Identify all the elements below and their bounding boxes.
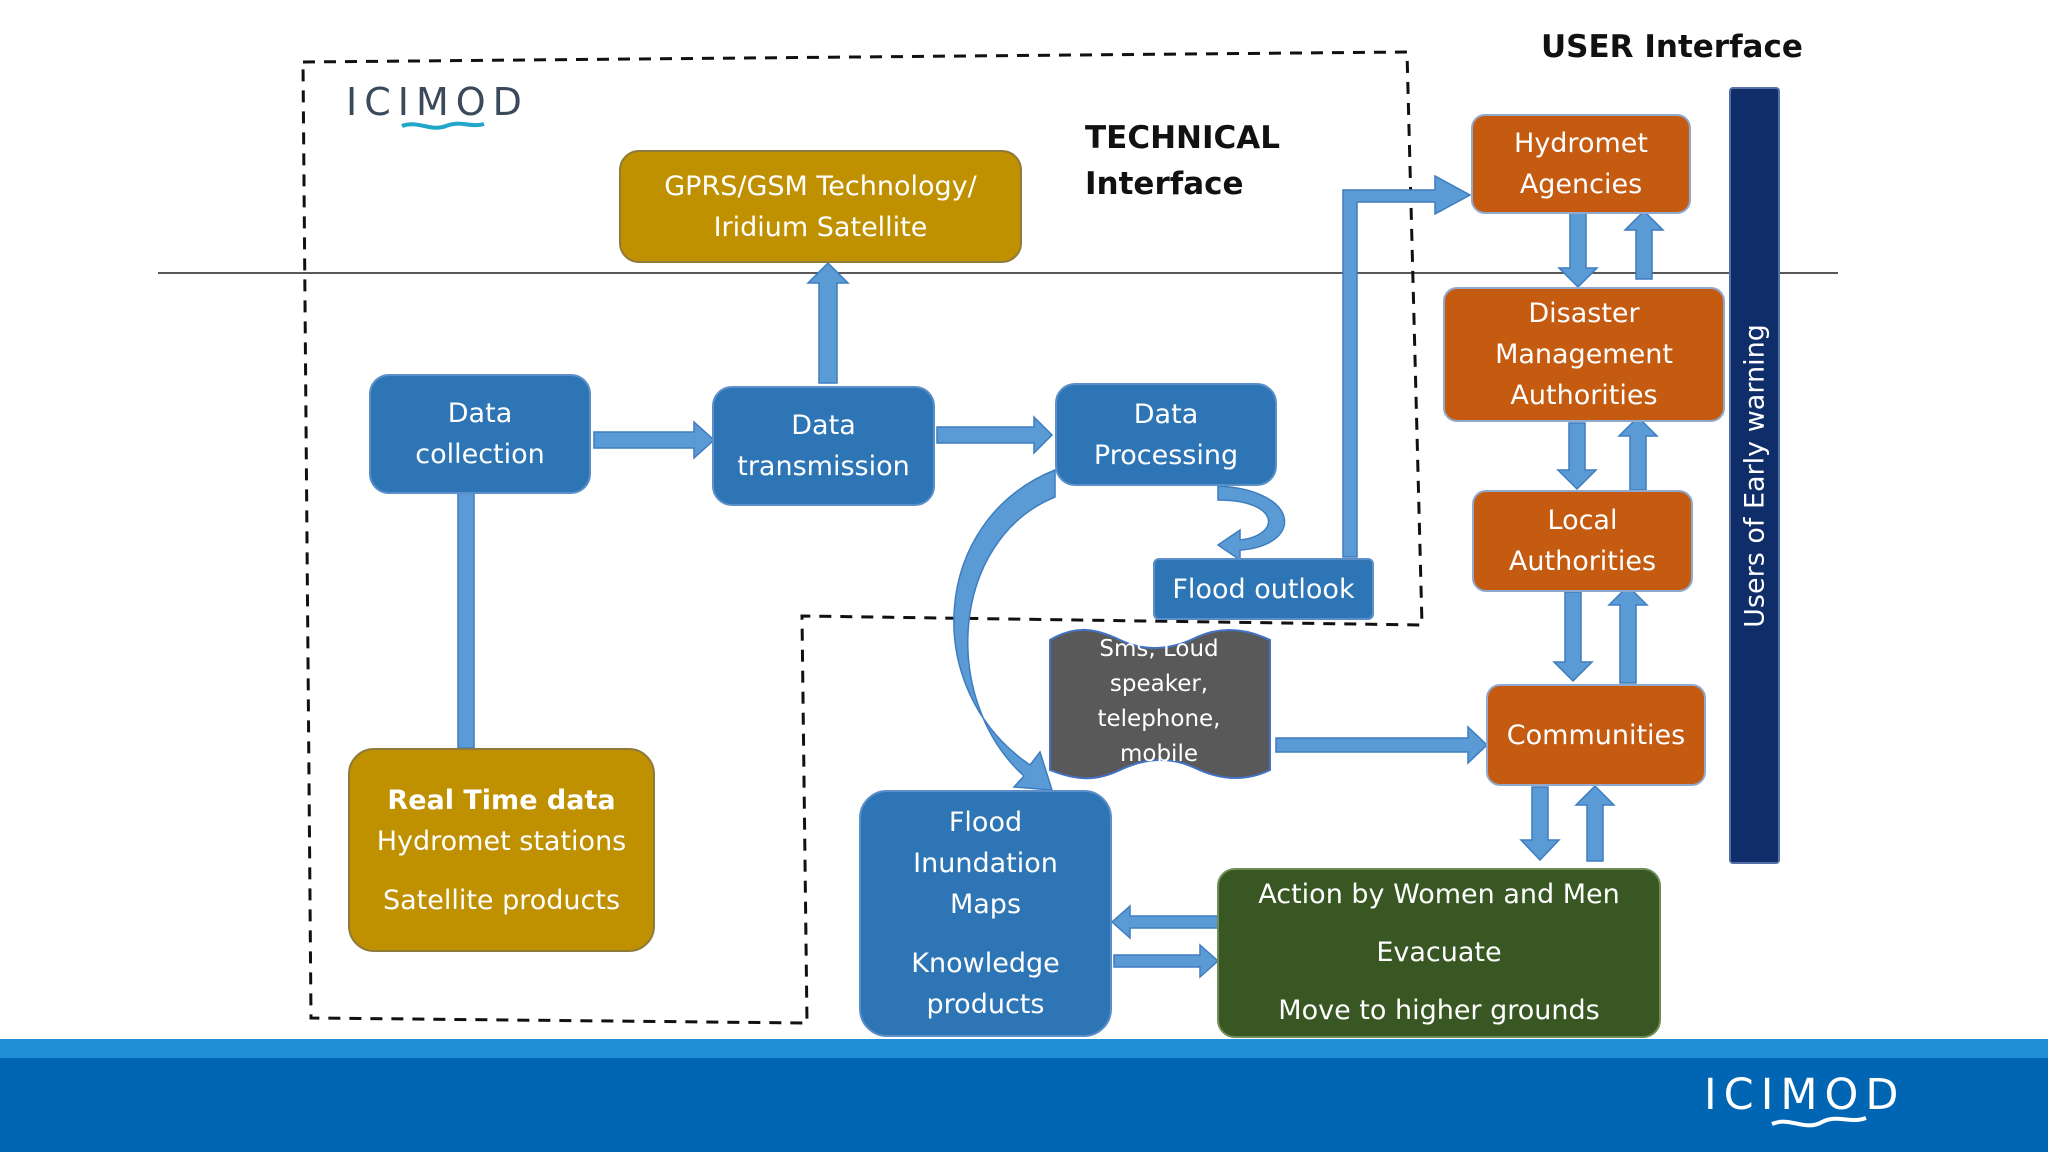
data-collection-box: Data collection — [369, 374, 591, 494]
disaster-line2: Management — [1495, 339, 1673, 370]
arrow-collection-to-transmission — [593, 420, 716, 460]
arrow-sms-to-communities — [1275, 725, 1489, 765]
data-collection-line2: collection — [415, 439, 545, 470]
flood-outlook-text: Flood outlook — [1172, 573, 1355, 605]
arrow-action-to-maps — [1110, 904, 1219, 940]
disaster-line3: Authorities — [1510, 380, 1658, 411]
hydromet-line1: Hydromet — [1514, 128, 1648, 159]
arrow-processing-to-maps — [953, 468, 1056, 791]
icimod-logo-bottom: ICIMOD — [1704, 1070, 1906, 1120]
gprs-line1: GPRS/GSM Technology/ — [664, 170, 977, 202]
action-line1: Action by Women and Men — [1258, 879, 1620, 910]
footer-strip — [0, 1039, 2048, 1058]
arrow-processing-to-outlook — [1216, 485, 1286, 562]
technical-boundary-dashed — [301, 50, 1424, 1025]
icimod-logo-top: ICIMOD — [346, 80, 529, 124]
technical-interface-heading: TECHNICAL Interface — [1085, 115, 1280, 207]
users-early-warning-text: Users of Early warning — [1739, 323, 1770, 628]
hydromet-agencies-box: Hydromet Agencies — [1471, 114, 1691, 214]
arrow-local-up-disaster — [1617, 415, 1659, 491]
local-line1: Local — [1547, 505, 1618, 536]
gprs-line2: Iridium Satellite — [713, 211, 928, 243]
sms-line2: speaker, — [1109, 671, 1209, 697]
data-transmission-line2: transmission — [737, 451, 910, 482]
flood-maps-line3: Maps — [949, 889, 1022, 920]
data-transmission-box: Data transmission — [712, 386, 935, 506]
sms-line4: mobile — [1119, 741, 1198, 767]
gprs-box: GPRS/GSM Technology/ Iridium Satellite — [619, 150, 1022, 263]
sms-channels-text: Sms, Loud speaker, telephone, mobile — [1050, 632, 1268, 772]
action-line3: Move to higher grounds — [1278, 995, 1600, 1026]
communities-text: Communities — [1506, 719, 1686, 751]
data-processing-box: Data Processing — [1055, 383, 1277, 486]
real-time-line2: Satellite products — [382, 884, 621, 916]
arrow-disaster-up-hydromet — [1623, 209, 1665, 280]
action-line2: Evacuate — [1376, 937, 1502, 968]
logo-top-wave — [401, 121, 485, 130]
arrow-transmission-to-processing — [936, 415, 1054, 455]
local-line2: Authorities — [1508, 546, 1657, 577]
arrow-local-down — [1552, 591, 1594, 683]
data-processing-line1: Data — [1133, 398, 1199, 430]
arrow-communities-down — [1519, 786, 1561, 862]
disaster-line1: Disaster — [1528, 298, 1640, 329]
action-box: Action by Women and Men Evacuate Move to… — [1217, 868, 1661, 1038]
arrows — [457, 174, 1665, 979]
arrow-maps-to-action — [1113, 943, 1220, 979]
arrow-action-up-communities — [1574, 784, 1616, 862]
arrow-communities-up-local — [1607, 584, 1649, 684]
real-time-line1: Hydromet stations — [376, 825, 627, 857]
arrow-disaster-down — [1556, 422, 1598, 491]
connector-collection-realtime — [457, 492, 475, 749]
communities-box: Communities — [1486, 684, 1706, 786]
data-processing-line2: Processing — [1093, 439, 1239, 471]
user-interface-heading: USER Interface — [1541, 29, 1803, 65]
arrow-outlook-to-hydromet — [1342, 174, 1472, 558]
technical-heading-line1: TECHNICAL — [1085, 120, 1280, 156]
disaster-management-box: Disaster Management Authorities — [1443, 287, 1725, 422]
flood-inundation-maps-box: Flood Inundation Maps Knowledge products — [859, 790, 1112, 1037]
local-authorities-box: Local Authorities — [1472, 490, 1693, 592]
flood-outlook-box: Flood outlook — [1153, 558, 1374, 620]
sms-line3: telephone, — [1097, 706, 1221, 732]
users-early-warning-bar: Users of Early warning — [1729, 87, 1780, 864]
data-transmission-line1: Data — [791, 410, 856, 441]
data-collection-line1: Data — [447, 398, 513, 429]
technical-heading-line2: Interface — [1085, 166, 1244, 202]
flood-maps-line4: Knowledge — [911, 948, 1060, 979]
sms-wave-shape — [1049, 628, 1271, 780]
real-time-title: Real Time data — [387, 784, 616, 816]
real-time-data-box: Real Time data Hydromet stations Satelli… — [348, 748, 655, 952]
flood-maps-line2: Inundation — [913, 848, 1058, 879]
flood-maps-line1: Flood — [948, 807, 1023, 838]
sms-line1: Sms, Loud — [1099, 636, 1219, 662]
arrow-hydromet-down — [1557, 212, 1599, 289]
flood-maps-line5: products — [926, 989, 1045, 1020]
arrow-transmission-to-gprs — [806, 261, 850, 384]
hydromet-line2: Agencies — [1519, 169, 1643, 200]
